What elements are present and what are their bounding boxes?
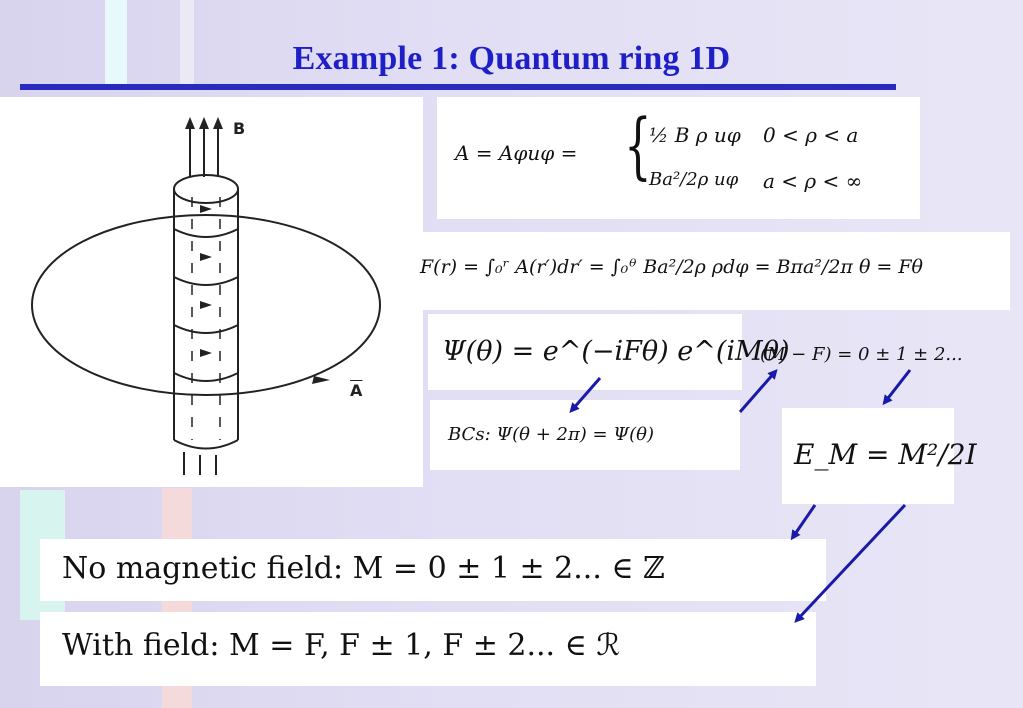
arrow-energy-to-no-field	[790, 504, 817, 541]
arrow-wavefunction-to-bc	[569, 377, 602, 414]
vector-label-a: A	[350, 381, 363, 400]
case1-expression: ½ B ρ uφ	[649, 123, 741, 147]
vector-potential-lhs: A = Aφuφ =	[455, 141, 578, 165]
arrow-energy-to-with-field	[794, 503, 907, 623]
arrow-bc-to-quantization	[738, 368, 778, 413]
quantization-condition: (M − F) = 0 ± 1 ± 2...	[760, 344, 963, 365]
flux-equation: F(r) = ∫₀ʳ A(r′)dr′ = ∫₀ᶿ Ba²/2ρ ρdφ = B…	[420, 256, 923, 278]
energy-panel: E_M = M²/2I	[782, 408, 977, 504]
no-field-equation: No magnetic field: M = 0 ± 1 ± 2... ∈ ℤ	[62, 551, 666, 586]
energy-equation: E_M = M²/2I	[794, 438, 977, 471]
wavefunction-equation: Ψ(θ) = e^(−iFθ) e^(iMθ)	[442, 336, 790, 367]
flux-panel: F(r) = ∫₀ʳ A(r′)dr′ = ∫₀ᶿ Ba²/2ρ ρdφ = B…	[410, 232, 1010, 310]
solenoid-ring-figure	[31, 117, 381, 475]
slide-title: Example 1: Quantum ring 1D	[292, 40, 731, 77]
background-stroke-grey	[180, 0, 194, 85]
brace: {	[624, 103, 652, 187]
case2-expression: Ba²/2ρ uφ	[649, 169, 739, 190]
field-label-b: B	[233, 119, 246, 138]
boundary-condition-panel: BCs: Ψ(θ + 2π) = Ψ(θ)	[430, 400, 740, 470]
title-underline	[20, 84, 896, 90]
wavefunction-panel: Ψ(θ) = e^(−iFθ) e^(iMθ)	[428, 314, 790, 390]
boundary-condition: BCs: Ψ(θ + 2π) = Ψ(θ)	[448, 424, 655, 445]
arrow-quantization-to-energy	[882, 369, 912, 406]
figure-panel: B A	[0, 97, 423, 487]
with-field-panel: With field: M = F, F ± 1, F ± 2... ∈ ℛ	[40, 612, 816, 686]
vector-potential-panel: A = Aφuφ = { ½ B ρ uφ 0 < ρ < a Ba²/2ρ u…	[437, 97, 920, 219]
with-field-equation: With field: M = F, F ± 1, F ± 2... ∈ ℛ	[62, 628, 621, 663]
no-field-panel: No magnetic field: M = 0 ± 1 ± 2... ∈ ℤ	[40, 539, 826, 601]
case2-condition: a < ρ < ∞	[763, 169, 863, 193]
background-stroke-cyan	[105, 0, 127, 85]
case1-condition: 0 < ρ < a	[763, 123, 859, 147]
